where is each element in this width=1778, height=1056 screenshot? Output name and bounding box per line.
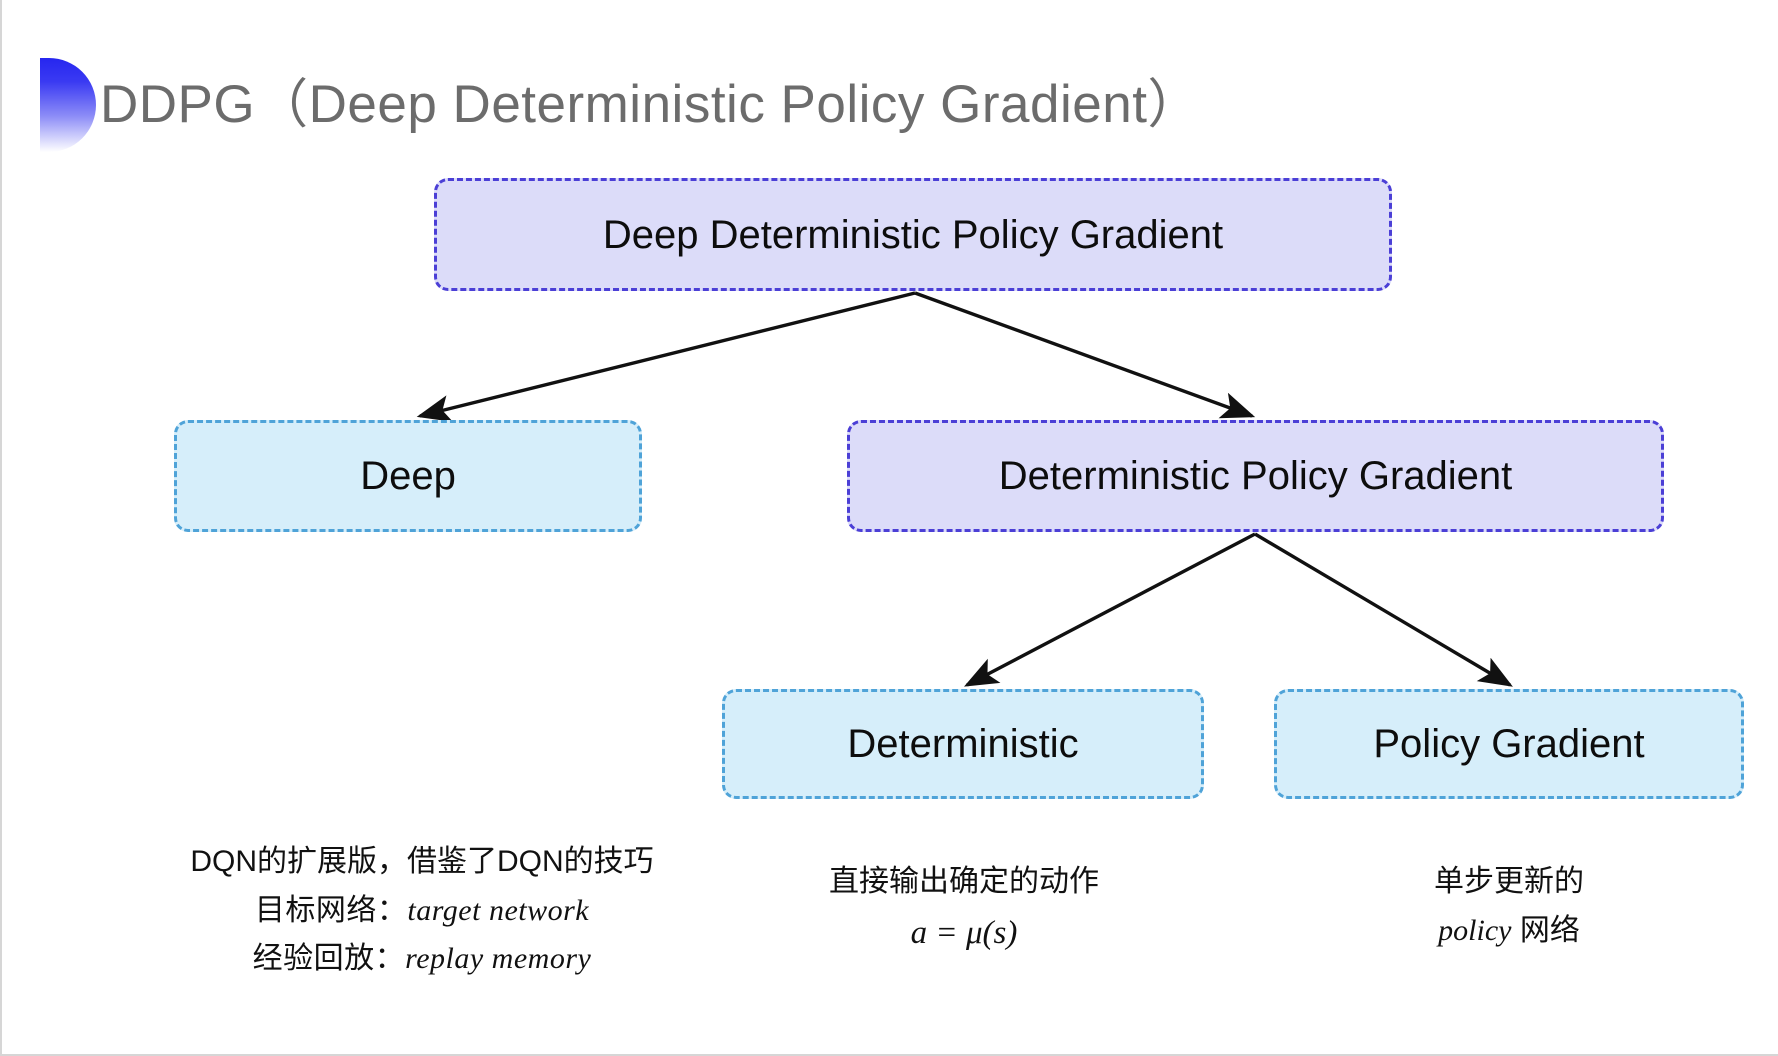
node-deterministic[interactable]: Deterministic — [722, 689, 1204, 799]
caption-policy-gradient: 单步更新的 policy 网络 — [1274, 858, 1744, 955]
caption-deep-line2-term: target network — [407, 893, 590, 927]
caption-policy-gradient-line2: policy 网络 — [1274, 907, 1744, 956]
node-root[interactable]: Deep Deterministic Policy Gradient — [434, 178, 1392, 291]
caption-policy-gradient-term: policy — [1438, 913, 1512, 947]
caption-deep-line3-label: 经验回放： — [252, 942, 406, 976]
caption-deterministic-line1: 直接输出确定的动作 — [829, 865, 1099, 898]
node-deterministic-policy-gradient[interactable]: Deterministic Policy Gradient — [847, 420, 1664, 532]
node-policy-gradient[interactable]: Policy Gradient — [1274, 689, 1744, 799]
caption-deterministic-formula: a = μ(s) — [910, 914, 1018, 951]
edge-dpg-to-policy-gradient — [1254, 532, 1513, 687]
edge-root-to-dpg — [914, 291, 1256, 419]
caption-deep-line1: DQN的扩展版，借鉴了DQN的技巧 — [190, 845, 654, 878]
edge-dpg-to-deterministic — [963, 532, 1256, 687]
caption-deterministic: 直接输出确定的动作 a = μ(s) — [724, 858, 1204, 960]
title-accent-halfcircle-icon — [40, 58, 96, 152]
caption-policy-gradient-rest: 网络 — [1511, 913, 1580, 947]
caption-deep-line3-term: replay memory — [405, 942, 592, 976]
caption-deep-line2-label: 目标网络： — [254, 893, 408, 927]
page-title: DDPG（Deep Deterministic Policy Gradient） — [100, 75, 1201, 134]
edge-root-to-deep — [416, 291, 916, 422]
caption-deep: DQN的扩展版，借鉴了DQN的技巧 目标网络：target network 经验… — [152, 838, 692, 984]
node-deep[interactable]: Deep — [174, 420, 642, 532]
caption-policy-gradient-line1: 单步更新的 — [1434, 865, 1584, 898]
caption-deep-line3: 经验回放：replay memory — [152, 935, 692, 984]
caption-deep-line2: 目标网络：target network — [152, 887, 692, 936]
